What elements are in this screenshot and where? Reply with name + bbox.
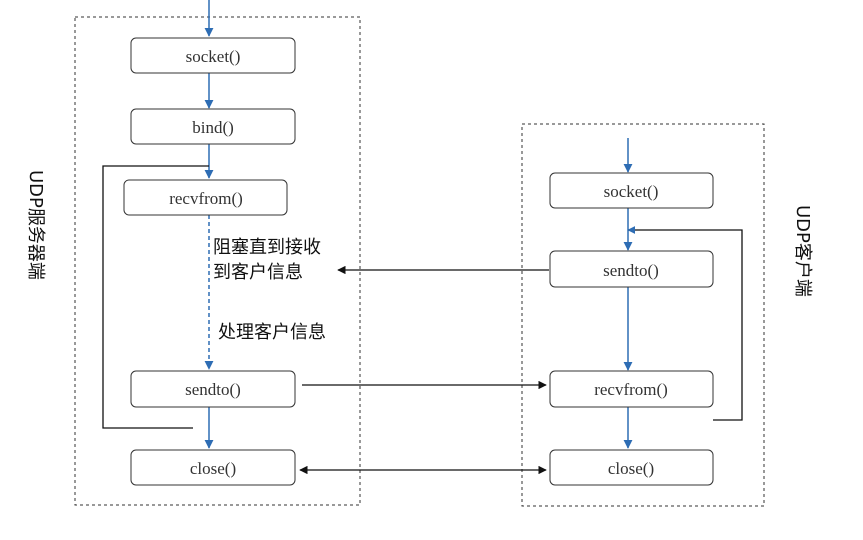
server-container xyxy=(74,16,361,506)
server-close-label: close() xyxy=(190,459,236,478)
client-loop-line xyxy=(627,226,743,421)
server-socket-box: socket() xyxy=(130,37,296,74)
client-sendto-box: sendto() xyxy=(549,250,714,288)
client-socket-label: socket() xyxy=(604,182,659,201)
server-sendto-box: sendto() xyxy=(130,370,296,408)
client-sendto-label: sendto() xyxy=(603,261,659,280)
client-recvfrom-label: recvfrom() xyxy=(594,380,668,399)
server-bind-box: bind() xyxy=(130,108,296,145)
client-socket-box: socket() xyxy=(549,172,714,209)
client-side-label: UDP客户端 xyxy=(792,205,813,297)
server-side-label: UDP服务器端 xyxy=(25,170,46,280)
block-note-line-1: 阻塞直到接收 xyxy=(213,237,321,258)
client-container xyxy=(521,123,765,507)
client-close-box: close() xyxy=(549,449,714,486)
server-close-box: close() xyxy=(130,449,296,486)
process-note: 处理客户信息 xyxy=(218,322,326,343)
server-bind-label: bind() xyxy=(192,118,234,137)
client-close-label: close() xyxy=(608,459,654,478)
server-socket-label: socket() xyxy=(186,47,241,66)
server-loop-line xyxy=(102,165,209,429)
block-note-line-2: 到客户信息 xyxy=(213,262,303,283)
client-recvfrom-box: recvfrom() xyxy=(549,370,714,408)
server-recvfrom-label: recvfrom() xyxy=(169,189,243,208)
server-recvfrom-box: recvfrom() xyxy=(123,179,288,216)
server-sendto-label: sendto() xyxy=(185,380,241,399)
